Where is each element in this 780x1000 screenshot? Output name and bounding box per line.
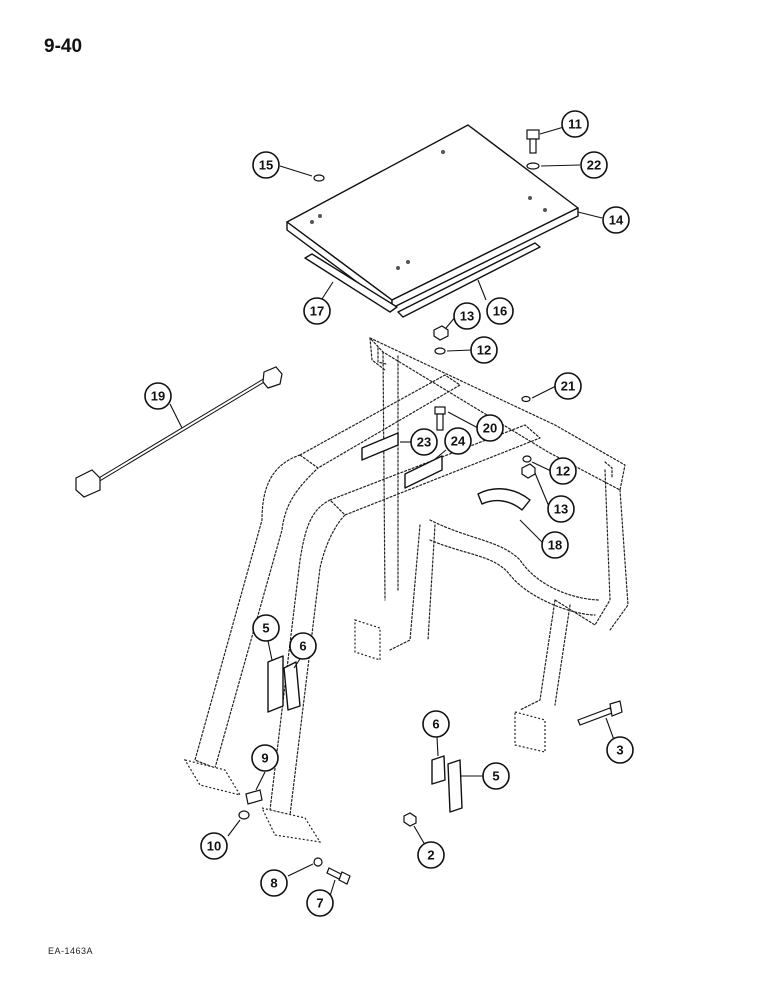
bracket-icon [447,759,463,813]
nut-icon [403,812,417,827]
callout-13: 13 [453,302,481,330]
callout-5: 5 [252,614,280,642]
svg-text:23: 23 [417,435,431,450]
callout-5b: 5 [482,762,510,790]
svg-text:14: 14 [609,213,624,228]
callout-15: 15 [252,151,280,179]
lockwasher-icon [434,347,446,355]
svg-text:7: 7 [316,896,323,911]
nut-icon [238,810,250,820]
svg-text:20: 20 [483,421,497,436]
svg-text:9: 9 [261,751,268,766]
svg-text:5: 5 [492,769,499,784]
svg-text:13: 13 [554,502,568,517]
bolt-icon [434,406,446,431]
svg-text:17: 17 [310,304,324,319]
cable-icon [75,366,283,498]
callout-21: 21 [554,372,582,400]
svg-text:5: 5 [262,621,269,636]
callout-14: 14 [602,206,630,234]
callout-18: 18 [541,531,569,559]
callout-12b: 12 [549,457,577,485]
lockwasher-icon [522,455,532,463]
decal-icon [477,488,531,511]
callout-20: 20 [476,414,504,442]
callout-12: 12 [470,336,498,364]
callout-19: 19 [144,382,172,410]
callout-17: 17 [303,297,331,325]
seal-strips [304,242,541,318]
svg-text:13: 13 [460,309,474,324]
svg-text:2: 2 [427,848,434,863]
svg-text:15: 15 [259,158,273,173]
svg-text:19: 19 [151,389,165,404]
bracket-icon [267,655,284,713]
spacer-icon [245,789,263,805]
callout-6: 6 [289,632,317,660]
plug-icon [313,174,325,182]
callout-24: 24 [444,427,472,455]
callout-11: 11 [561,110,589,138]
callout-6b: 6 [422,710,450,738]
svg-text:3: 3 [616,743,623,758]
svg-text:8: 8 [270,876,277,891]
page-number: 9-40 [44,36,83,57]
spacer-icon [431,755,446,785]
callout-8: 8 [260,869,288,897]
callout-10: 10 [200,832,228,860]
callout-3: 3 [606,736,634,764]
svg-text:12: 12 [556,464,570,479]
callout-2: 2 [417,841,445,869]
callout-9: 9 [251,744,279,772]
svg-text:24: 24 [451,434,466,449]
svg-text:18: 18 [548,538,562,553]
spacer-icon [283,661,301,711]
bolt-icon [526,129,540,154]
rollover-frame [183,337,629,843]
svg-text:22: 22 [587,158,601,173]
callout-7: 7 [306,889,334,917]
decal-icon [404,455,443,489]
figure-code: EA-1463A [48,946,94,956]
washer-icon [313,857,323,867]
svg-text:6: 6 [432,717,439,732]
svg-text:12: 12 [477,343,491,358]
nut-icon [521,463,536,479]
callout-16: 16 [486,297,514,325]
svg-text:21: 21 [561,379,575,394]
bolt-icon [326,867,351,885]
bolt-icon [577,700,623,726]
washer-icon [526,162,540,170]
decal-icon [361,432,399,461]
nut-icon [433,325,449,341]
callout-13b: 13 [547,495,575,523]
callout-22: 22 [580,151,608,179]
callout-23: 23 [410,428,438,456]
svg-text:6: 6 [299,639,306,654]
washer-icon [521,395,531,403]
svg-text:10: 10 [207,839,221,854]
svg-text:16: 16 [493,304,507,319]
svg-text:11: 11 [568,117,582,132]
roof-panel [286,124,579,309]
